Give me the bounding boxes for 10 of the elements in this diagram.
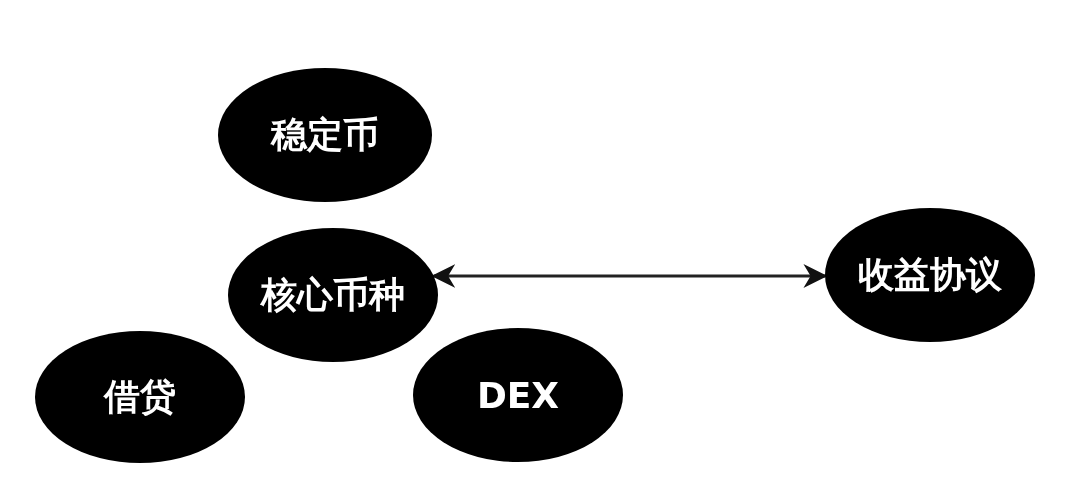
ellipse-node [825,208,1035,342]
node-label: 核心币种 [261,272,405,317]
ellipse-node [35,331,245,463]
ellipse-node [228,228,438,362]
node-label: 借贷 [104,374,176,419]
node-label: 收益协议 [858,252,1002,297]
node-label: DEX [476,374,560,416]
node-label: 稳定币 [271,112,379,157]
ellipse-node [218,68,432,202]
ellipse-node [413,328,623,462]
